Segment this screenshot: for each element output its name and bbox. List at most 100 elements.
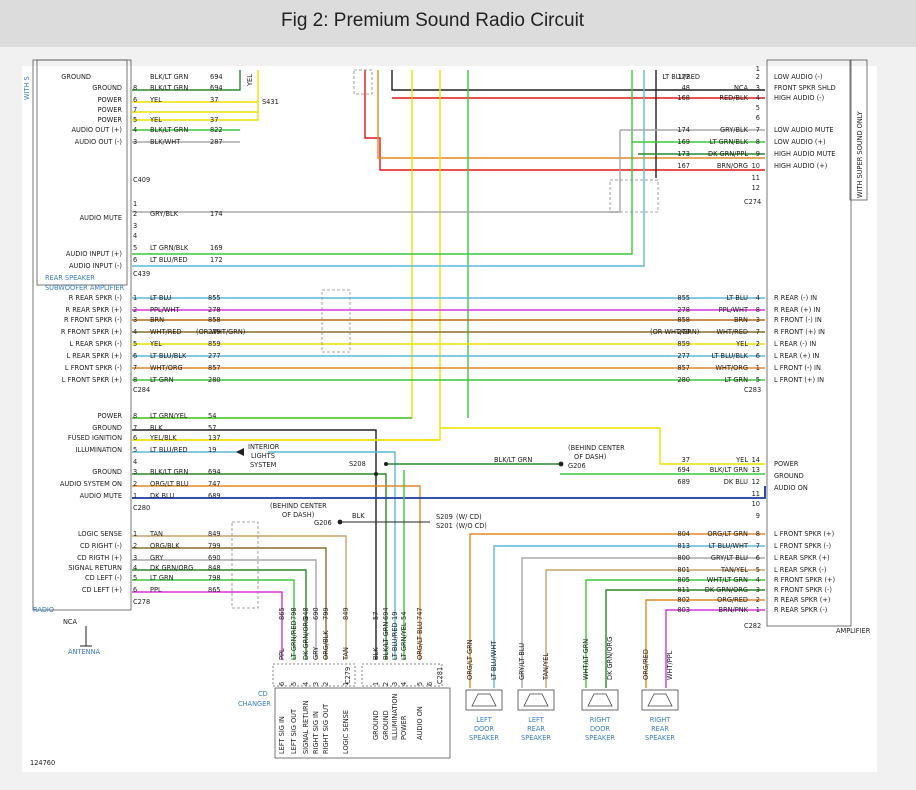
c284-func: L FRONT SPKR (+) xyxy=(62,376,122,384)
c439-pin: 3 xyxy=(133,222,137,230)
c282-pin: 8 xyxy=(756,530,760,538)
c274-circ: 172 xyxy=(677,73,690,81)
c279-circ: 799 xyxy=(322,607,330,620)
c278-circ: 798 xyxy=(208,574,221,582)
wire-c282-4 xyxy=(545,569,765,688)
c280-pin: 8 xyxy=(133,412,137,420)
c282-pin: 7 xyxy=(756,542,760,550)
c274-pin: 4 xyxy=(756,94,760,102)
diagram-panel xyxy=(22,66,877,772)
c284-amp-pin: 1 xyxy=(756,364,760,372)
c274-color: GRY/BLK xyxy=(720,126,749,134)
c284-color: LT BLU xyxy=(150,294,172,302)
speaker-label: DOOR xyxy=(474,725,494,733)
c279-circ: 798 xyxy=(290,607,298,620)
cd-changer-label: CD xyxy=(258,690,268,698)
c439-circ: 174 xyxy=(210,210,223,218)
c280-pin: 3 xyxy=(133,468,137,476)
wire-red-167 xyxy=(364,70,765,171)
c284-amp-pin: 6 xyxy=(756,352,760,360)
speaker-wire-a: ORG/RED xyxy=(642,649,650,680)
c409-top-color: BLK/LT GRN xyxy=(150,73,188,81)
c409-color: BLK/LT GRN xyxy=(150,84,188,92)
c282-color: TAN/YEL xyxy=(720,566,748,574)
c284-amp-pin: 5 xyxy=(756,376,760,384)
behind-dash-note-2: (BEHIND CENTER xyxy=(270,502,327,510)
wire-ltblu-red-172 xyxy=(132,70,645,267)
c274-pin: 1 xyxy=(756,65,760,73)
c280-color: YEL/BLK xyxy=(149,434,177,442)
c280-func: GROUND xyxy=(92,468,122,476)
c284-pin: 7 xyxy=(133,364,137,372)
speaker-label: LEFT xyxy=(528,716,545,724)
speaker-label: SPEAKER xyxy=(521,734,551,742)
behind-dash-note-2: OF DASH) xyxy=(282,511,314,519)
c284-inline-frame xyxy=(321,289,351,353)
c274-func: LOW AUDIO MUTE xyxy=(774,126,834,134)
c274-circ: 168 xyxy=(677,94,690,102)
c282-circ: 801 xyxy=(677,566,690,574)
c284-pin: 1 xyxy=(133,294,137,302)
c284-amp-func: L FRONT (+) IN xyxy=(774,376,824,384)
speaker-label: SPEAKER xyxy=(645,734,675,742)
speaker-wire-b: DK GRN/ORG xyxy=(606,637,614,680)
c409-top-circ: 694 xyxy=(210,73,223,81)
speaker-label: SPEAKER xyxy=(585,734,615,742)
c284-amp-func: R REAR (+) IN xyxy=(774,306,820,314)
c274-func: HIGH AUDIO MUTE xyxy=(774,150,835,158)
c409-func: POWER xyxy=(98,96,123,104)
c439-color: GRY/BLK xyxy=(150,210,179,218)
c283-s208-color: BLK/LT GRN xyxy=(494,456,532,464)
c279-pin: 5 xyxy=(290,682,298,686)
c283-color: DK BLU xyxy=(724,478,748,486)
c280-color: BLK xyxy=(150,424,163,432)
rear-sub-label: SUBWOOFER AMPLIFIER xyxy=(45,284,125,292)
c278-color: DK GRN/ORG xyxy=(150,564,193,572)
c284-func: L FRONT SPKR (-) xyxy=(65,364,122,372)
wire-c278-cd-right-minus xyxy=(132,547,327,660)
figure-number: 124760 xyxy=(30,759,55,767)
ground-dot-icon xyxy=(558,461,564,467)
c280-pin: 2 xyxy=(133,480,137,488)
c278-color: LT GRN xyxy=(150,574,174,582)
c439-pin: 2 xyxy=(133,210,137,218)
c274-label: C274 xyxy=(744,198,761,206)
c280-pin: 5 xyxy=(133,446,137,454)
c280-color: DK BLU xyxy=(150,492,174,500)
c279-pin: 3 xyxy=(312,682,320,686)
c284-circ-right: 857 xyxy=(677,364,690,372)
c274-func: FRONT SPKR SHLD xyxy=(774,84,836,92)
c439-func: AUDIO INPUT (+) xyxy=(66,250,122,258)
wire-c282-5 xyxy=(585,579,765,688)
c278-color: ORG/BLK xyxy=(150,542,180,550)
c280-circ: 747 xyxy=(208,480,221,488)
c409-yel-tag: YEL xyxy=(246,74,254,87)
c284-amp-func: R FRONT (-) IN xyxy=(774,316,822,324)
wire-c280-ground xyxy=(132,429,377,660)
speaker-label: RIGHT xyxy=(590,716,612,724)
c283-label: C283 xyxy=(744,386,761,394)
c282-color: GRY/LT BLU xyxy=(711,554,748,562)
c280-color: ORG/LT BLU xyxy=(150,480,189,488)
c280-func: ILLUMINATION xyxy=(76,446,123,454)
c283-func: AUDIO ON xyxy=(774,484,808,492)
c274-pin: 10 xyxy=(752,162,760,170)
antenna-label: ANTENNA xyxy=(68,648,101,656)
c284-pin: 8 xyxy=(133,376,137,384)
speaker-wire-b: LT BLU/WHT xyxy=(490,640,498,680)
super-sound-label: WITH SUPER SOUND ONLY xyxy=(856,110,864,198)
c281-func: GROUND xyxy=(372,710,380,740)
c274-pin: 3 xyxy=(756,84,760,92)
c279-color: PPL xyxy=(278,648,286,660)
c283-pin: 12 xyxy=(752,478,760,486)
c281-color: LT GRN/YEL xyxy=(400,622,408,660)
wire-c282-7 xyxy=(645,599,765,688)
amplifier-module-outline xyxy=(766,59,852,627)
c284-pin: 4 xyxy=(133,328,137,336)
c281-label: C281 xyxy=(436,667,444,684)
c281-color: BLK/LT GRN xyxy=(382,622,390,660)
c283-color: BLK/LT GRN xyxy=(710,466,748,474)
c283-color: YEL xyxy=(735,456,748,464)
c284-amp-pin: 4 xyxy=(756,294,760,302)
c279-color: DK GRN/ORG xyxy=(302,617,310,660)
